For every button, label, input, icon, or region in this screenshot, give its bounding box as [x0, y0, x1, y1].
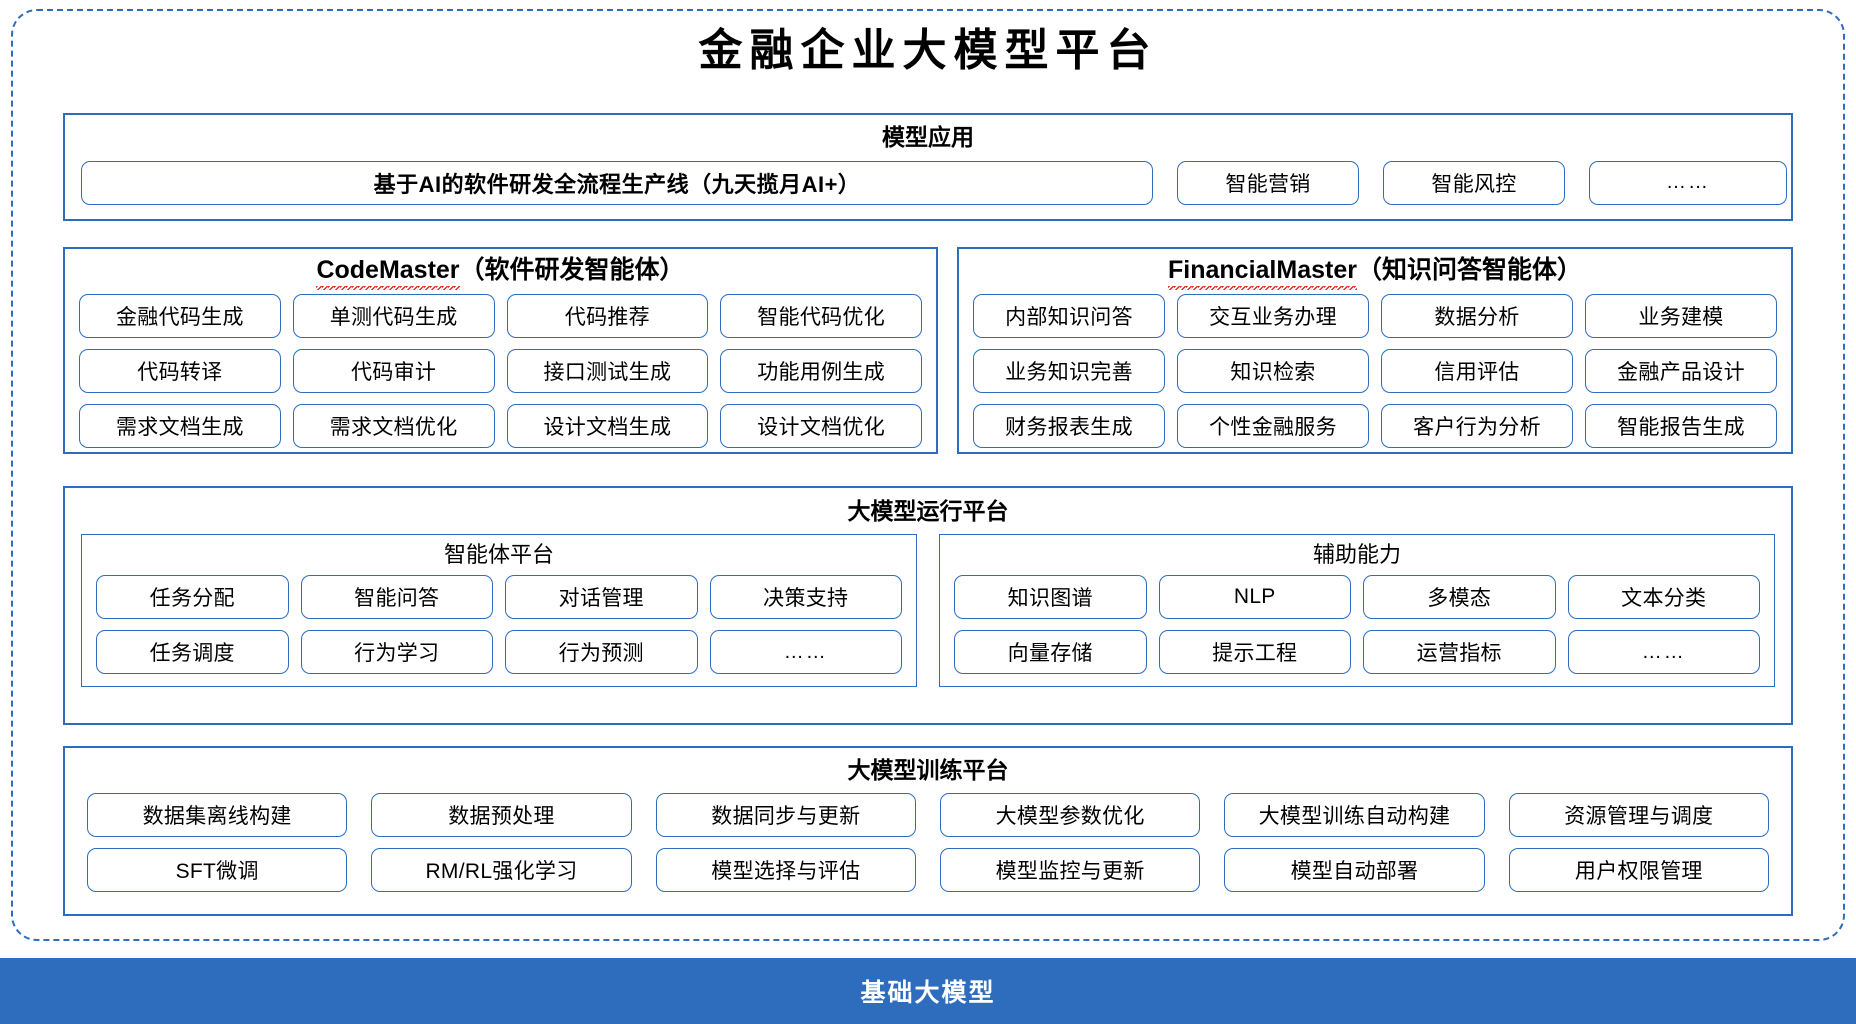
chip-data-analysis[interactable]: 数据分析: [1381, 294, 1573, 339]
chip-row: SFT微调 RM/RL强化学习 模型选择与评估 模型监控与更新 模型自动部署 用…: [87, 847, 1769, 892]
section-financial-master: FinancialMaster（知识问答智能体） 内部知识问答 交互业务办理 数…: [957, 247, 1793, 454]
chip-row: 向量存储 提示工程 运营指标 ……: [954, 630, 1760, 675]
agent-platform-chip-grid: 任务分配 智能问答 对话管理 决策支持 任务调度 行为学习 行为预测 ……: [96, 575, 902, 675]
chip-rm-rl-learning[interactable]: RM/RL强化学习: [371, 847, 632, 892]
chip-row: 业务知识完善 知识检索 信用评估 金融产品设计: [973, 349, 1777, 394]
sub-panel-agent-platform: 智能体平台 任务分配 智能问答 对话管理 决策支持 任务调度 行为学习 行为预测…: [81, 533, 917, 688]
auxiliary-capability-chip-grid: 知识图谱 NLP 多模态 文本分类 向量存储 提示工程 运营指标 ……: [954, 575, 1760, 675]
chip-data-preprocessing[interactable]: 数据预处理: [371, 792, 632, 837]
chip-agent-more[interactable]: ……: [709, 630, 902, 675]
chip-internal-knowledge-qa[interactable]: 内部知识问答: [973, 294, 1165, 339]
chip-task-scheduling[interactable]: 任务调度: [96, 630, 289, 675]
chip-unit-test-code-gen[interactable]: 单测代码生成: [292, 294, 495, 339]
code-master-chip-grid: 金融代码生成 单测代码生成 代码推荐 智能代码优化 代码转译 代码审计 接口测试…: [79, 294, 922, 449]
section-training-platform: 大模型训练平台 数据集离线构建 数据预处理 数据同步与更新 大模型参数优化 大模…: [63, 746, 1793, 916]
chip-smart-code-optimize[interactable]: 智能代码优化: [720, 294, 922, 339]
chip-personal-finance-svc[interactable]: 个性金融服务: [1177, 404, 1369, 449]
chip-model-select-eval[interactable]: 模型选择与评估: [655, 847, 916, 892]
chip-design-doc-gen[interactable]: 设计文档生成: [506, 404, 709, 449]
chip-financial-report-gen[interactable]: 财务报表生成: [973, 404, 1165, 449]
chip-decision-support[interactable]: 决策支持: [709, 575, 902, 620]
chip-api-test-gen[interactable]: 接口测试生成: [506, 349, 709, 394]
page-title: 金融企业大模型平台: [698, 25, 1158, 76]
chip-data-sync-update[interactable]: 数据同步与更新: [655, 792, 916, 837]
chip-row: 内部知识问答 交互业务办理 数据分析 业务建模: [973, 294, 1777, 339]
chip-model-param-optimize[interactable]: 大模型参数优化: [939, 792, 1201, 837]
chip-task-allocation[interactable]: 任务分配: [96, 575, 289, 620]
chip-row: 任务调度 行为学习 行为预测 ……: [96, 630, 902, 675]
app-chip-ai-software-pipeline[interactable]: 基于AI的软件研发全流程生产线（九天揽月AI+）: [81, 160, 1153, 205]
app-chip-smart-marketing[interactable]: 智能营销: [1177, 160, 1359, 205]
chip-knowledge-retrieval[interactable]: 知识检索: [1177, 349, 1369, 394]
chip-multimodal[interactable]: 多模态: [1363, 575, 1556, 620]
chip-ops-metrics[interactable]: 运营指标: [1363, 630, 1556, 675]
chip-auxiliary-more[interactable]: ……: [1567, 630, 1760, 675]
financial-master-suffix: （知识问答智能体）: [1356, 256, 1582, 284]
training-platform-chip-grid: 数据集离线构建 数据预处理 数据同步与更新 大模型参数优化 大模型训练自动构建 …: [87, 792, 1769, 892]
section-title-financial-master: FinancialMaster（知识问答智能体）: [959, 255, 1791, 291]
chip-model-auto-deploy[interactable]: 模型自动部署: [1224, 847, 1485, 892]
chip-behavior-learning[interactable]: 行为学习: [300, 630, 493, 675]
chip-row: 金融代码生成 单测代码生成 代码推荐 智能代码优化: [79, 294, 922, 339]
chip-interactive-business[interactable]: 交互业务办理: [1177, 294, 1369, 339]
chip-credit-assessment[interactable]: 信用评估: [1381, 349, 1573, 394]
section-model-applications: 模型应用 基于AI的软件研发全流程生产线（九天揽月AI+） 智能营销 智能风控 …: [63, 113, 1793, 221]
section-title-training-platform: 大模型训练平台: [847, 757, 1009, 783]
chip-code-audit[interactable]: 代码审计: [292, 349, 495, 394]
chip-nlp[interactable]: NLP: [1158, 575, 1351, 620]
chip-dataset-offline-build[interactable]: 数据集离线构建: [87, 792, 348, 837]
chip-design-doc-opt[interactable]: 设计文档优化: [720, 404, 922, 449]
chip-row: 财务报表生成 个性金融服务 客户行为分析 智能报告生成: [973, 404, 1777, 449]
chip-user-permission[interactable]: 用户权限管理: [1508, 847, 1769, 892]
chip-customer-behavior[interactable]: 客户行为分析: [1381, 404, 1573, 449]
code-master-suffix: （软件研发智能体）: [459, 256, 685, 284]
chip-finance-code-gen[interactable]: 金融代码生成: [79, 294, 281, 339]
sub-panel-title-auxiliary-capability: 辅助能力: [1312, 541, 1401, 567]
chip-code-transpile[interactable]: 代码转译: [79, 349, 281, 394]
section-title-model-applications: 模型应用: [882, 124, 974, 150]
model-applications-row: 基于AI的软件研发全流程生产线（九天揽月AI+） 智能营销 智能风控 ……: [81, 160, 1787, 205]
chip-sft-finetune[interactable]: SFT微调: [87, 847, 348, 892]
section-code-master: CodeMaster（软件研发智能体） 金融代码生成 单测代码生成 代码推荐 智…: [63, 247, 938, 454]
financial-master-name: FinancialMaster: [1168, 255, 1357, 291]
chip-smart-report-gen[interactable]: 智能报告生成: [1585, 404, 1777, 449]
chip-requirement-doc-opt[interactable]: 需求文档优化: [292, 404, 495, 449]
chip-row: 数据集离线构建 数据预处理 数据同步与更新 大模型参数优化 大模型训练自动构建 …: [87, 792, 1769, 837]
chip-business-modeling[interactable]: 业务建模: [1585, 294, 1777, 339]
sub-panel-title-agent-platform: 智能体平台: [443, 541, 554, 567]
chip-text-classification[interactable]: 文本分类: [1567, 575, 1760, 620]
chip-knowledge-graph[interactable]: 知识图谱: [954, 575, 1147, 620]
chip-behavior-predict[interactable]: 行为预测: [505, 630, 698, 675]
section-title-code-master: CodeMaster（软件研发智能体）: [65, 255, 936, 291]
base-model-band: 基础大模型: [0, 958, 1856, 1024]
chip-row: 知识图谱 NLP 多模态 文本分类: [954, 575, 1760, 620]
app-chip-more[interactable]: ……: [1589, 160, 1787, 205]
section-title-runtime-platform: 大模型运行平台: [847, 498, 1009, 524]
chip-row: 需求文档生成 需求文档优化 设计文档生成 设计文档优化: [79, 404, 922, 449]
code-master-name: CodeMaster: [316, 255, 460, 291]
chip-model-monitor-update[interactable]: 模型监控与更新: [939, 847, 1201, 892]
chip-financial-product[interactable]: 金融产品设计: [1585, 349, 1777, 394]
app-chip-smart-risk-control[interactable]: 智能风控: [1383, 160, 1565, 205]
chip-row: 代码转译 代码审计 接口测试生成 功能用例生成: [79, 349, 922, 394]
chip-code-recommendation[interactable]: 代码推荐: [506, 294, 709, 339]
financial-master-chip-grid: 内部知识问答 交互业务办理 数据分析 业务建模 业务知识完善 知识检索 信用评估…: [973, 294, 1777, 449]
chip-prompt-engineering[interactable]: 提示工程: [1158, 630, 1351, 675]
chip-business-knowledge[interactable]: 业务知识完善: [973, 349, 1165, 394]
runtime-columns: 智能体平台 任务分配 智能问答 对话管理 决策支持 任务调度 行为学习 行为预测…: [81, 533, 1775, 688]
section-runtime-platform: 大模型运行平台 智能体平台 任务分配 智能问答 对话管理 决策支持 任务调度 行…: [63, 486, 1793, 725]
chip-vector-storage[interactable]: 向量存储: [954, 630, 1147, 675]
chip-resource-management[interactable]: 资源管理与调度: [1508, 792, 1769, 837]
base-model-label: 基础大模型: [860, 979, 996, 1007]
chip-training-auto-build[interactable]: 大模型训练自动构建: [1224, 792, 1485, 837]
chip-function-case-gen[interactable]: 功能用例生成: [720, 349, 922, 394]
chip-dialog-management[interactable]: 对话管理: [505, 575, 698, 620]
sub-panel-auxiliary-capability: 辅助能力 知识图谱 NLP 多模态 文本分类 向量存储 提示工程 运营指标 ……: [939, 533, 1775, 688]
chip-row: 任务分配 智能问答 对话管理 决策支持: [96, 575, 902, 620]
chip-smart-qa[interactable]: 智能问答: [300, 575, 493, 620]
chip-requirement-doc-gen[interactable]: 需求文档生成: [79, 404, 281, 449]
